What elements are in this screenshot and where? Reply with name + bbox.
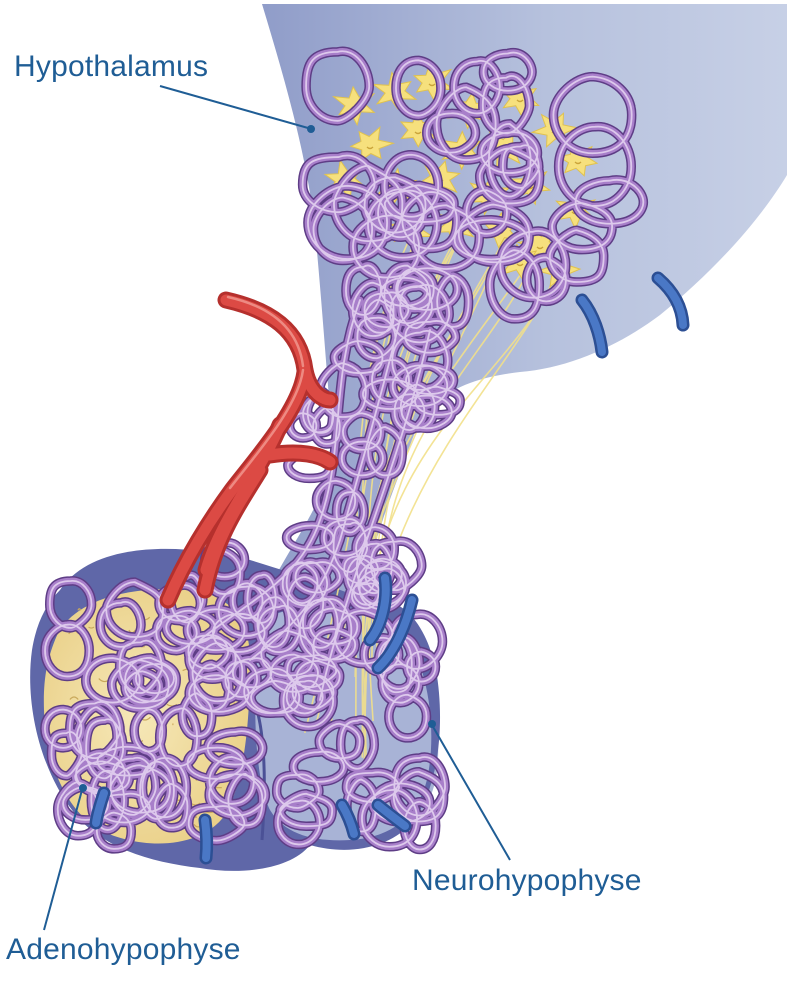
leader-line-hypothalamus [160,86,308,128]
label-hypothalamus: Hypothalamus [14,52,208,82]
leader-dot-neurohypophyse [428,720,436,728]
label-neurohypophyse: Neurohypophyse [412,866,642,896]
label-adenohypophyse: Adenohypophyse [6,935,241,965]
leader-dot-adenohypophyse [79,784,87,792]
leader-dot-hypothalamus [307,125,315,133]
